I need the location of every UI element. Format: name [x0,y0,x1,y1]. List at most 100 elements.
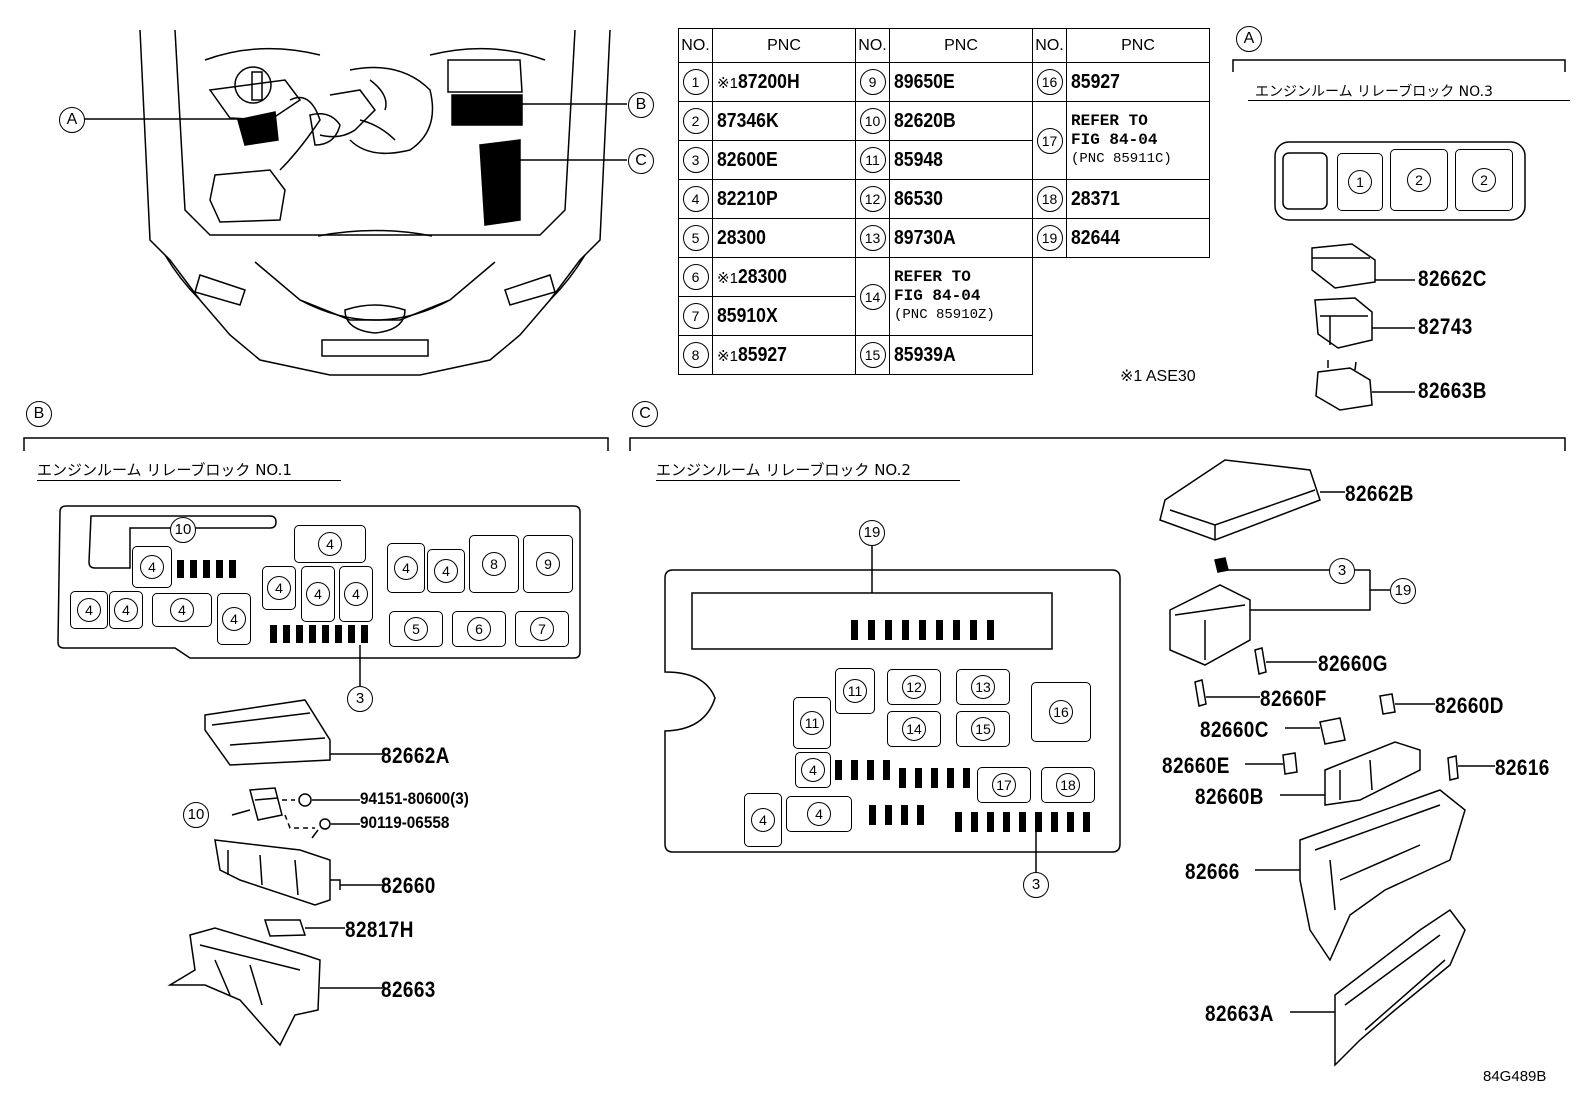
table-row: 4 82210P 12 86530 18 28371 [678,179,1210,219]
callout-3: 3 [1329,558,1355,584]
fuse-label: 11 [843,679,867,703]
part-number: 82663 [381,977,436,1002]
fuse-4: 4 [339,566,373,622]
part-number: 82660E [1162,753,1230,778]
refer-line-3: (PNC 85910Z) [894,307,995,323]
relay-slot-2a: 2 [1390,149,1448,211]
row-no: 2 [682,108,709,134]
table-row: 8 ※185927 15 85939A [678,335,1210,375]
row-no: 5 [682,225,709,251]
fuse-label: 16 [1049,700,1073,724]
fuse-label: 4 [344,582,368,606]
pnc-value: 85927 [737,343,787,366]
engine-bay-illustration [139,29,611,376]
fuse-label: 6 [467,617,491,641]
callout-a: A [59,107,85,133]
pnc-value: 28300 [717,226,766,249]
fuse-label: 8 [482,552,506,576]
fuse-label: 4 [434,559,458,583]
fuse-16: 16 [1031,682,1091,742]
fuse-bars-b2 [270,625,368,643]
part-number: 82660G [1318,651,1388,676]
row-no: 10 [859,108,886,134]
fuse-label: 7 [530,617,554,641]
callout-leaders [84,103,627,161]
fuse-label: 17 [992,773,1016,797]
pnc-value: 87346K [717,109,779,132]
fuse-8: 8 [469,535,519,593]
fuse-4: 4 [786,796,852,832]
terminal-82660d-drawing [1379,693,1435,715]
fuse-label: 4 [140,555,164,579]
terminal-82660f-drawing [1194,679,1260,707]
fuse-label: 9 [536,552,560,576]
part-number: 82660D [1435,693,1504,718]
relay-slot-label: 1 [1348,170,1372,194]
fuse-4: 4 [109,591,143,629]
bolt-90119-drawing [282,799,360,839]
header-no-1: NO. [678,28,713,63]
fuse-4: 4 [301,566,335,622]
bracket-82620b-drawing [231,787,283,821]
part-number: 82666 [1185,859,1240,884]
fuse-4: 4 [152,593,212,627]
fuse-label: 4 [306,582,330,606]
fuse-label: 14 [902,717,926,741]
fuse-6: 6 [452,611,506,647]
section-a-label: A [1236,26,1262,52]
relay-82743-drawing [1314,297,1415,349]
fuse-5: 5 [389,611,443,647]
relay-82663b-drawing [1315,360,1415,411]
row-no: 1 [682,69,709,95]
fuse-12: 12 [887,669,941,705]
table-header-row: NO. PNC NO. PNC NO. PNC [678,28,1210,63]
fuse-label: 13 [971,675,995,699]
pnc-value: 85948 [894,148,943,171]
terminal-82660c-drawing [1285,717,1346,745]
callout-19: 19 [1390,578,1416,604]
fuse-4: 4 [795,752,831,788]
fuse-4: 4 [744,793,782,847]
fuse-9: 9 [523,535,573,593]
fuse-4: 4 [132,546,172,588]
fuse-label: 4 [394,556,418,580]
fuse-label-19: 19 [859,520,885,546]
relay-82644-drawing [1169,557,1390,666]
part-number: 82660B [1195,784,1264,809]
refer-line-1: REFER TO [894,268,971,286]
section-a-title: エンジンルーム リレーブロック NO.3 [1255,84,1493,100]
base-82660-drawing [214,839,385,906]
section-a-bracket [1232,59,1566,72]
row-no: 16 [1036,69,1063,95]
header-pnc-2: PNC [889,28,1033,63]
fuse-label: 4 [267,576,291,600]
terminal-82660e-drawing [1245,752,1298,775]
callout-3: 3 [1023,872,1049,898]
section-c-label: C [632,401,658,427]
part-number: 82663B [1418,378,1487,403]
case-82663-drawing [167,927,385,1047]
refer-line-3: (PNC 85911C) [1071,151,1172,167]
table-row: 7 85910X [678,296,1210,336]
fuse-label: 4 [170,598,194,622]
fuse-4: 4 [427,549,465,593]
nut-94151-drawing [298,793,360,807]
refer-line-2: FIG 84-04 [894,287,981,305]
pnc-value: 86530 [894,187,943,210]
part-number: 94151-80600(3) [360,789,469,808]
row-no: 15 [859,342,886,368]
part-number: 82616 [1495,755,1550,780]
relay-slot-1: 1 [1337,153,1383,211]
row-no: 3 [682,147,709,173]
row-no: 17 [1036,127,1063,154]
fuse-label: 4 [77,598,101,622]
fuse-bars-c1 [851,620,994,640]
pnc-value: 87200H [737,70,800,93]
fuse-13: 13 [956,669,1010,705]
terminal-82660g-drawing [1254,647,1317,675]
callout-b: B [628,92,654,118]
refer-line-2: FIG 84-04 [1071,131,1158,149]
cover-82662a-drawing [204,699,385,766]
